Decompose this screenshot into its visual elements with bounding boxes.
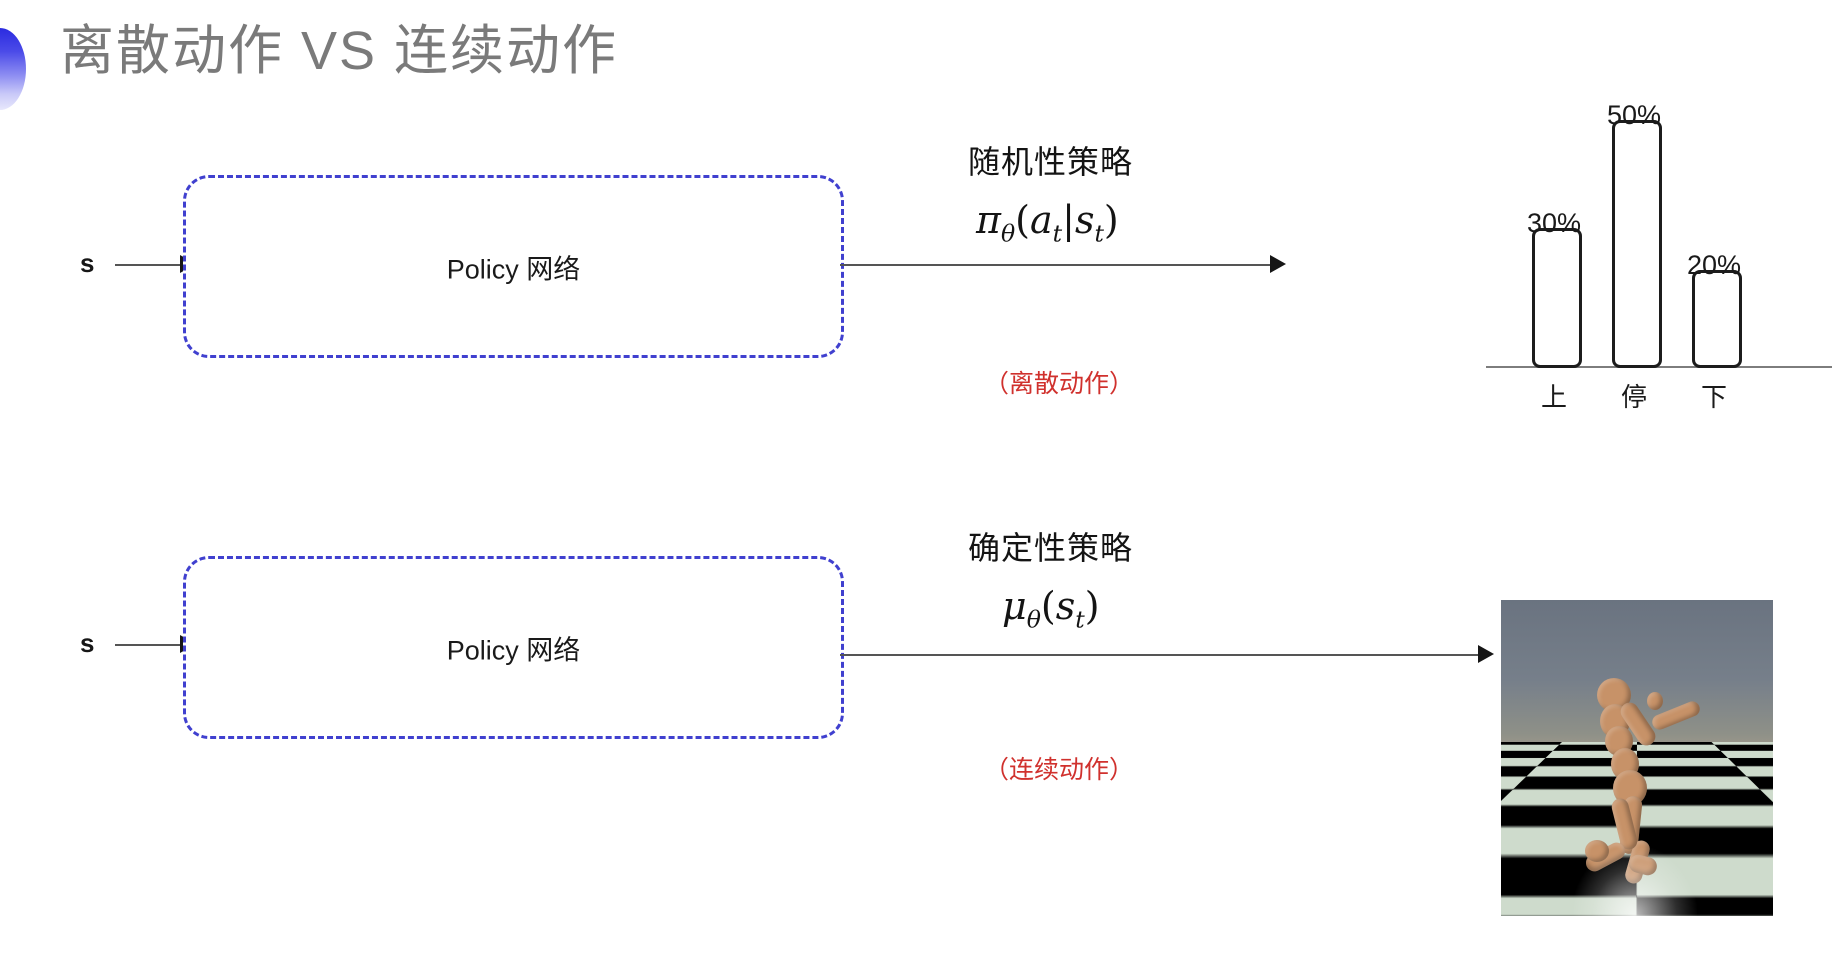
row2-input-arrow-line	[115, 644, 187, 646]
row2-action-type-note: （连续动作）	[984, 756, 1135, 784]
row1-output-arrow-line	[840, 264, 1278, 266]
bar-value-2: 20%	[1686, 250, 1742, 280]
bar-2	[1692, 270, 1742, 368]
row1-formula-close-paren: )	[1103, 198, 1119, 242]
bar-value-0: 30%	[1526, 208, 1582, 238]
row2-formula-arg-sub: t	[1075, 605, 1085, 634]
row2-policy-formula: μθ(st)	[1002, 584, 1100, 634]
row2-input-state-label: s	[80, 628, 95, 658]
bar-category-1: 停	[1620, 382, 1647, 412]
sim-humanoid-hand	[1647, 692, 1663, 710]
row2-policy-type-label: 确定性策略	[968, 530, 1134, 566]
row1-formula-bar: |	[1062, 198, 1075, 242]
bar-1	[1612, 120, 1662, 368]
row1-formula-arg: a	[1030, 198, 1053, 242]
bar-value-1: 50%	[1606, 100, 1662, 130]
row1-formula-open-paren: (	[1015, 198, 1030, 242]
title-bullet-icon	[0, 28, 26, 110]
page-title: 离散动作 VS 连续动作	[60, 21, 619, 81]
row2-output-arrow-line	[840, 654, 1486, 656]
row2-policy-network-box[interactable]: Policy 网络	[183, 556, 844, 739]
bar-category-0: 上	[1540, 382, 1567, 412]
row2-formula-open-paren: (	[1040, 584, 1056, 628]
row1-formula-head-sub: θ	[1000, 219, 1016, 248]
row2-policy-network-label: Policy 网络	[446, 635, 581, 665]
row2-formula-head: μ	[1002, 584, 1027, 628]
bar-0	[1532, 228, 1582, 368]
row2-formula-arg: s	[1055, 584, 1076, 628]
row1-policy-network-label: Policy 网络	[446, 254, 581, 284]
row1-formula-cond-sub: t	[1094, 219, 1104, 248]
chart-baseline-axis	[1486, 366, 1832, 368]
row2-formula-head-sub: θ	[1026, 605, 1041, 634]
sim-floor-glare	[1571, 846, 1697, 916]
row1-policy-formula: πθ(at|st)	[976, 198, 1119, 248]
row1-formula-head: π	[976, 198, 1001, 242]
row1-input-state-label: s	[80, 248, 95, 278]
row1-input-arrow-line	[115, 264, 187, 266]
row1-formula-arg-sub: t	[1052, 219, 1063, 248]
row1-action-type-note: （离散动作）	[984, 370, 1135, 398]
discrete-action-bar-chart: 30% 上 50% 停 20% 下	[1486, 96, 1832, 416]
row1-output-arrow-head	[1270, 255, 1286, 273]
bar-category-2: 下	[1700, 382, 1727, 412]
row2-formula-close-paren: )	[1084, 584, 1100, 628]
row1-policy-type-label: 随机性策略	[968, 144, 1134, 180]
humanoid-simulation-image	[1501, 600, 1773, 916]
row1-policy-network-box[interactable]: Policy 网络	[183, 175, 844, 358]
row2-output-arrow-head	[1478, 645, 1494, 663]
row1-formula-cond: s	[1074, 198, 1095, 242]
